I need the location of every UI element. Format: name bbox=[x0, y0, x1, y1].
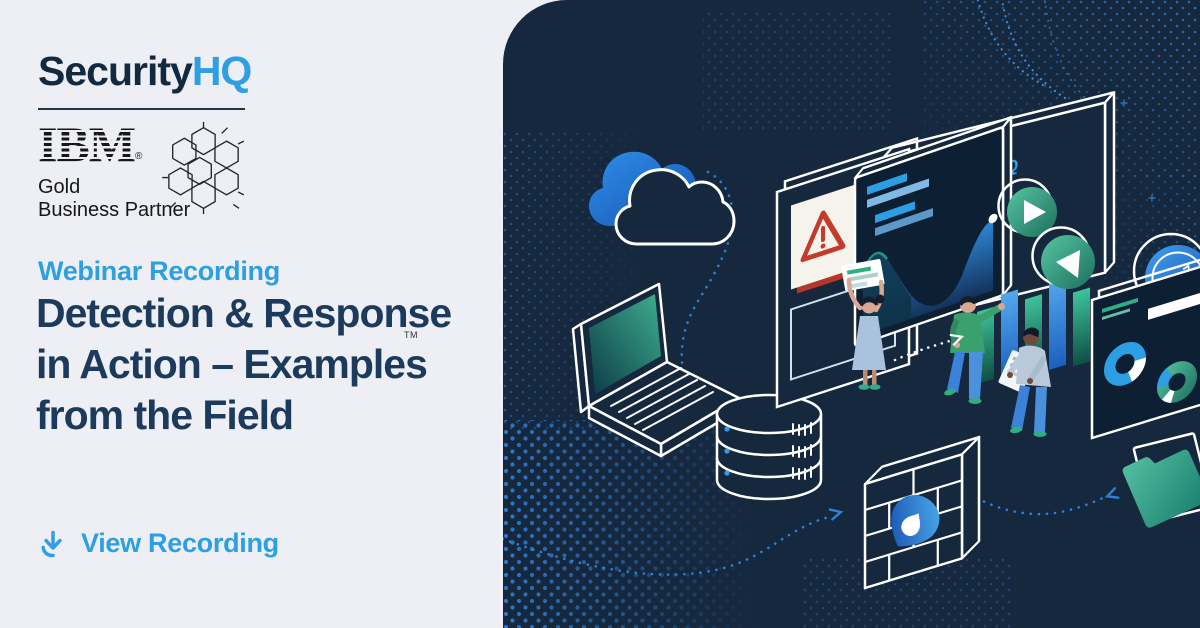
hexagon-network-icon bbox=[162, 121, 245, 215]
white-dotted-path bbox=[893, 333, 965, 362]
brand-part-security: Security bbox=[38, 48, 193, 94]
download-arrow-icon bbox=[41, 530, 62, 557]
info-panel: SecurityHQ IBM® Gold Business Partner T bbox=[0, 0, 503, 628]
trademark-label: TM bbox=[404, 330, 418, 340]
hero-illustration: SecurityHQ bbox=[503, 0, 1200, 628]
play-icon bbox=[997, 178, 1057, 237]
cloud-icon bbox=[589, 151, 736, 246]
cta-label: View Recording bbox=[81, 528, 279, 558]
alert-warning-icon bbox=[791, 184, 861, 294]
person-man-clipboard bbox=[998, 327, 1051, 437]
view-recording-link[interactable]: View Recording bbox=[38, 528, 279, 559]
registered-mark: ® bbox=[135, 151, 143, 162]
partner-line-business: Business Partner bbox=[38, 199, 191, 221]
divider bbox=[38, 108, 245, 110]
ibm-logo: IBM® bbox=[38, 116, 143, 172]
eyebrow-label: Webinar Recording bbox=[38, 256, 280, 286]
partner-hexagon-mark: TM bbox=[158, 120, 418, 340]
partner-line-gold: Gold bbox=[38, 176, 81, 198]
database-icon bbox=[715, 393, 823, 501]
hero-panel: SecurityHQ bbox=[503, 0, 1200, 628]
firewall-flame-icon bbox=[891, 494, 940, 547]
area-chart-panel bbox=[853, 115, 1013, 347]
person-woman-tablet bbox=[841, 259, 886, 390]
held-card bbox=[841, 259, 885, 291]
donut-chart-icon bbox=[1104, 341, 1147, 386]
person-man-green bbox=[944, 296, 1005, 404]
donut-chart-icon bbox=[1156, 361, 1197, 403]
brand-logo: SecurityHQ bbox=[38, 48, 252, 95]
brand-part-hq: HQ bbox=[191, 48, 252, 94]
folder-icon bbox=[1122, 432, 1200, 528]
path-arrow-icon bbox=[949, 333, 965, 346]
play-icon bbox=[1031, 226, 1095, 289]
donut-chart-panel bbox=[1090, 253, 1200, 440]
